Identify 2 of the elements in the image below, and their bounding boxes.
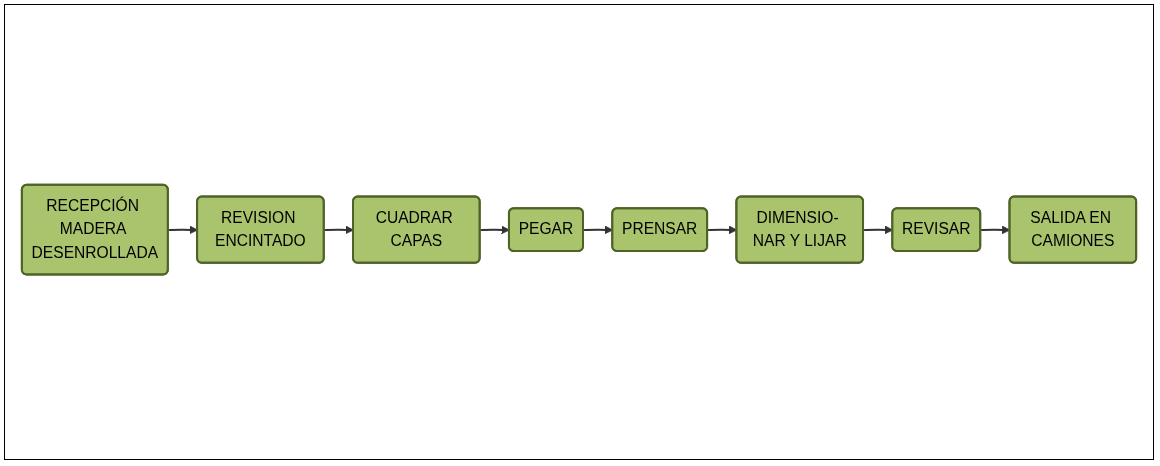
arrow: [167, 225, 198, 235]
arrow: [323, 225, 354, 235]
